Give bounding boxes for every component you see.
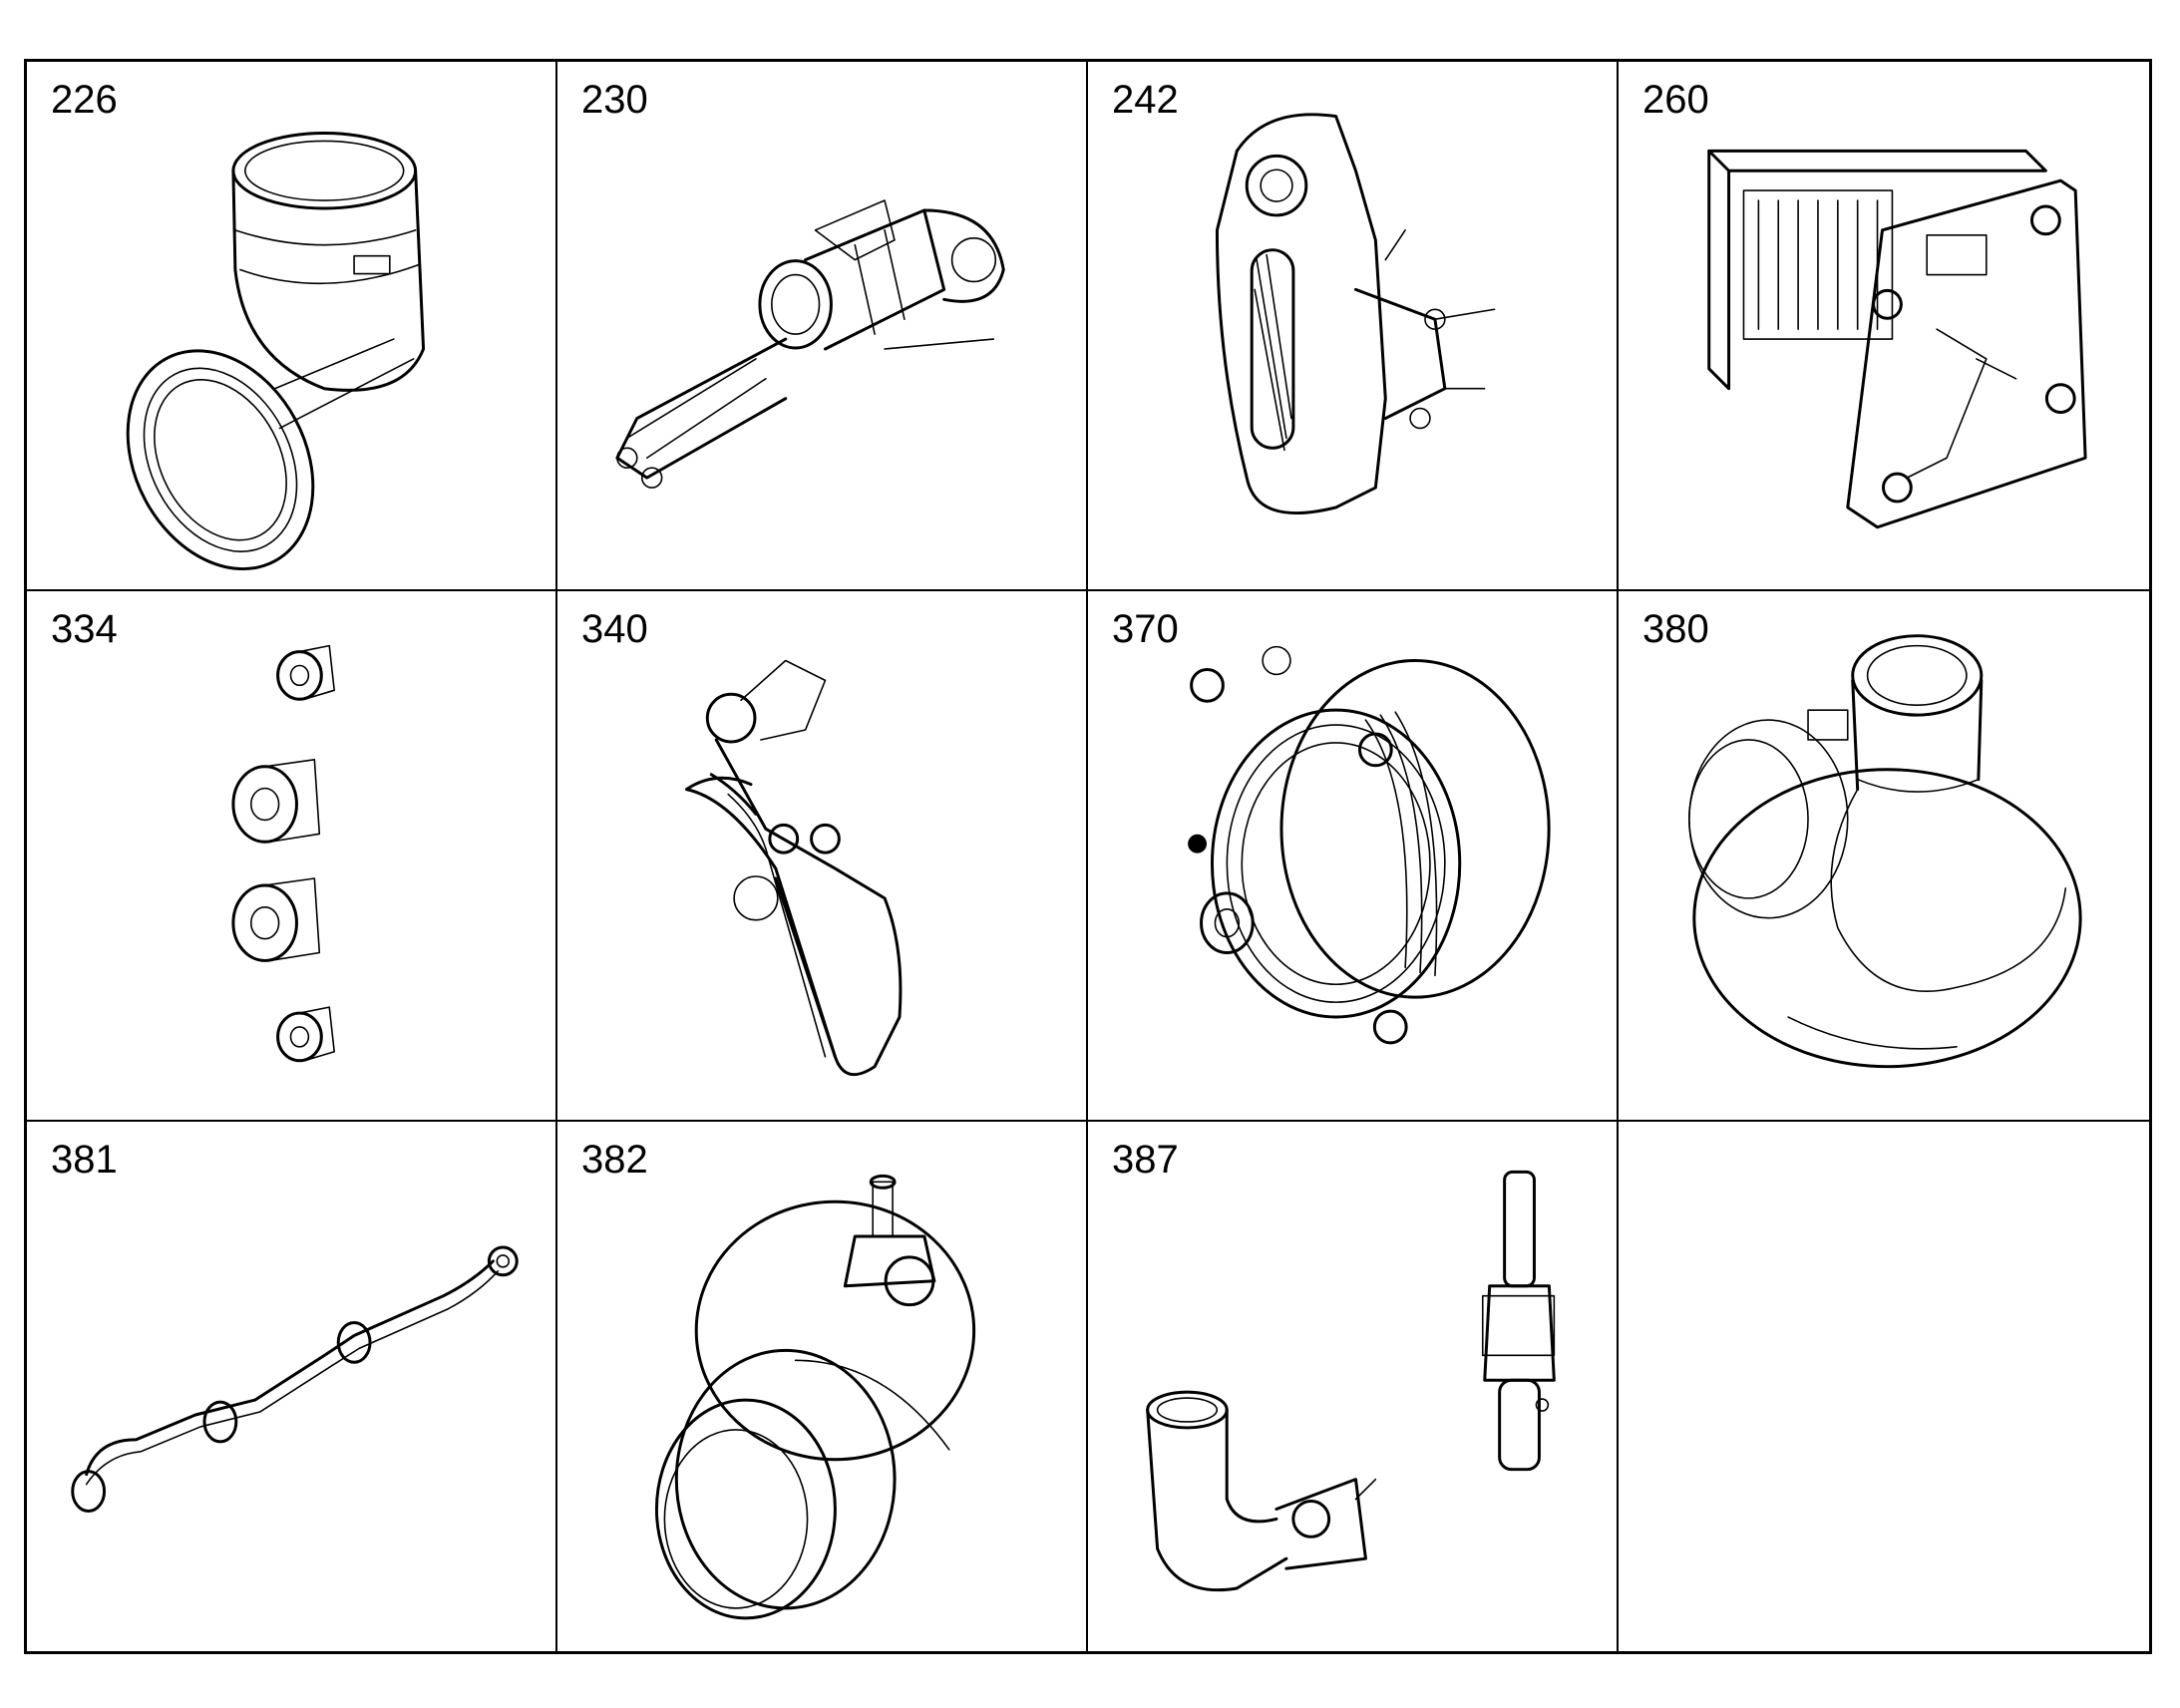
part-cell-387[interactable]: 387 xyxy=(1088,1121,1619,1651)
part-cell-242[interactable]: 242 xyxy=(1088,62,1619,592)
thermostat-housing-icon xyxy=(1688,634,2082,1069)
part-cell-340[interactable]: 340 xyxy=(557,591,1088,1122)
turbo-bracket-assembly-icon xyxy=(615,199,1005,489)
part-number: 340 xyxy=(581,607,648,652)
part-cell-230[interactable]: 230 xyxy=(557,62,1088,592)
part-number: 381 xyxy=(51,1137,118,1182)
part-number: 382 xyxy=(581,1137,648,1182)
timing-cover-icon xyxy=(1215,113,1496,515)
part-number: 260 xyxy=(1642,78,1709,122)
part-cell-380[interactable]: 380 xyxy=(1619,591,2149,1122)
part-number: 370 xyxy=(1112,607,1179,652)
elbow-pipe-icon xyxy=(126,132,426,571)
part-cell-260[interactable]: 260 xyxy=(1619,62,2149,592)
belt-drive-icon xyxy=(684,660,903,1077)
empty-cell xyxy=(1619,1122,2149,1651)
water-pump-icon xyxy=(1188,646,1551,1045)
part-cell-370[interactable]: 370 xyxy=(1088,591,1619,1122)
part-cell-226[interactable]: 226 xyxy=(27,62,557,592)
cooler-housing-icon xyxy=(1707,149,2087,529)
oil-pipe-icon xyxy=(71,1245,519,1513)
pipe-connector-icon xyxy=(654,1174,976,1619)
part-cell-382[interactable]: 382 xyxy=(557,1121,1088,1651)
part-cell-381[interactable]: 381 xyxy=(27,1121,557,1651)
part-number: 242 xyxy=(1112,78,1179,122)
part-number: 230 xyxy=(581,78,648,122)
parts-grid: 226 230 xyxy=(24,59,2152,1654)
plug-screws-icon xyxy=(231,645,335,1063)
part-number: 226 xyxy=(51,78,118,122)
part-cell-334[interactable]: 334 xyxy=(27,591,557,1122)
part-number: 380 xyxy=(1642,607,1709,652)
part-number: 334 xyxy=(51,607,118,652)
part-number: 387 xyxy=(1112,1137,1179,1182)
pipe-and-sensor-icon xyxy=(1146,1170,1556,1591)
